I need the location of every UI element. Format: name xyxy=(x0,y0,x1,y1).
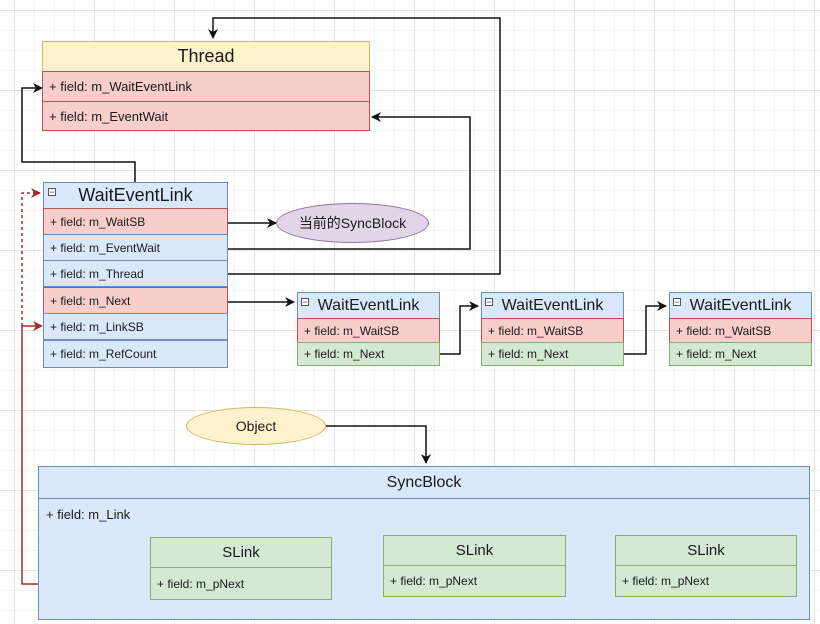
thread-field-eventwait: + field: m_EventWait xyxy=(42,101,370,131)
wel-field-eventwait: + field: m_EventWait xyxy=(43,234,228,261)
slink-2[interactable]: SLink + field: m_pNext xyxy=(383,535,566,597)
arrow-wel-to-thread-waiteventlink xyxy=(21,83,136,182)
chain-2-field-next: + field: m_Next xyxy=(481,342,624,366)
slink-2-field-pnext: + field: m_pNext xyxy=(383,565,566,597)
slink-3-title: SLink xyxy=(615,535,797,566)
thread-title: Thread xyxy=(42,41,370,72)
waiteventlink-chain-3[interactable]: WaitEventLink − + field: m_WaitSB + fiel… xyxy=(669,292,812,366)
current-syncblock-ellipse[interactable]: 当前的SyncBlock xyxy=(276,203,429,243)
wel-field-refcount: + field: m_RefCount xyxy=(43,340,228,368)
chain-3-field-waitsb: + field: m_WaitSB xyxy=(669,318,812,343)
thread-field-waiteventlink: + field: m_WaitEventLink xyxy=(42,71,370,102)
collapse-icon[interactable]: − xyxy=(485,297,493,307)
slink-3[interactable]: SLink + field: m_pNext xyxy=(615,535,797,597)
object-ellipse[interactable]: Object xyxy=(186,407,326,445)
chain-2-field-waitsb: + field: m_WaitSB xyxy=(481,318,624,343)
wel-field-thread: + field: m_Thread xyxy=(43,260,228,287)
thread-class[interactable]: Thread + field: m_WaitEventLink + field:… xyxy=(42,41,370,131)
arrow-thread-to-thread-header xyxy=(208,17,501,275)
wel-field-linksb: + field: m_LinkSB xyxy=(43,313,228,340)
arrow-chain1-to-chain2 xyxy=(440,301,479,355)
chain-3-field-next: + field: m_Next xyxy=(669,342,812,366)
slink-2-title: SLink xyxy=(383,535,566,566)
chain-3-title: WaitEventLink xyxy=(669,292,812,319)
collapse-icon[interactable]: − xyxy=(48,187,56,197)
slink-1[interactable]: SLink + field: m_pNext xyxy=(150,537,332,600)
chain-1-title: WaitEventLink xyxy=(297,292,440,319)
arrow-object-to-syncblock xyxy=(326,425,431,464)
waiteventlink-chain-1[interactable]: WaitEventLink − + field: m_WaitSB + fiel… xyxy=(297,292,440,366)
chain-1-field-next: + field: m_Next xyxy=(297,342,440,366)
waiteventlink-main-header: WaitEventLink xyxy=(43,182,228,209)
collapse-icon[interactable]: − xyxy=(673,297,681,307)
syncblock-title: SyncBlock xyxy=(38,466,810,499)
arrow-pnext-to-wel-header xyxy=(21,188,41,326)
wel-field-next: + field: m_Next xyxy=(43,287,228,314)
syncblock-field-link: + field: m_Link xyxy=(46,507,131,522)
wel-field-waitsb: + field: m_WaitSB xyxy=(43,208,228,235)
waiteventlink-main-title: WaitEventLink xyxy=(78,185,193,205)
arrow-eventwait-to-thread xyxy=(228,112,471,250)
chain-1-field-waitsb: + field: m_WaitSB xyxy=(297,318,440,343)
slink-3-field-pnext: + field: m_pNext xyxy=(615,565,797,597)
slink-1-title: SLink xyxy=(150,537,332,568)
collapse-icon[interactable]: − xyxy=(301,297,309,307)
slink-1-field-pnext: + field: m_pNext xyxy=(150,567,332,600)
waiteventlink-chain-2[interactable]: WaitEventLink − + field: m_WaitSB + fiel… xyxy=(481,292,624,366)
waiteventlink-main-class[interactable]: WaitEventLink − + field: m_WaitSB + fiel… xyxy=(43,182,228,368)
chain-2-title: WaitEventLink xyxy=(481,292,624,319)
arrow-chain2-to-chain3 xyxy=(624,301,667,355)
